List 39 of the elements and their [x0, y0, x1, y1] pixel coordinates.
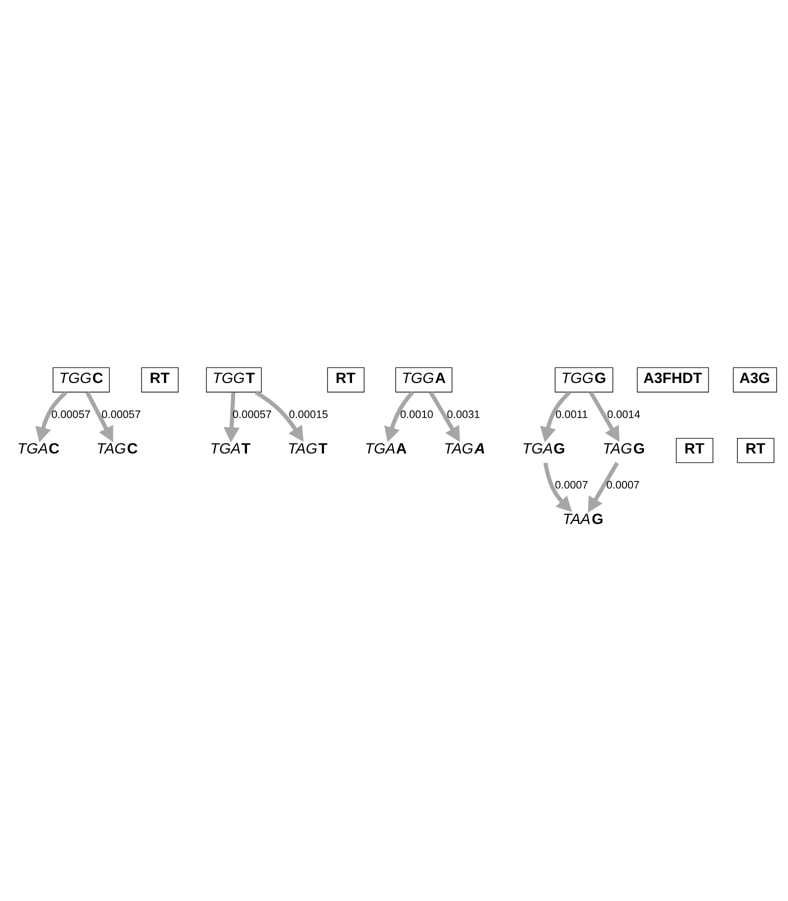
arrow: [589, 391, 620, 442]
arrow: [35, 390, 68, 443]
node-text: TAGA: [444, 440, 486, 458]
arrow: [429, 391, 460, 442]
node-text: TAAG: [562, 511, 604, 528]
edge-label: 0.0014: [607, 408, 640, 421]
edge-label: 0.00057: [102, 408, 141, 421]
node-box: RT: [141, 367, 179, 392]
node-box: RT: [737, 438, 774, 464]
arrow: [540, 390, 572, 442]
arrow: [543, 462, 572, 512]
arrow: [224, 392, 240, 443]
node-box: RT: [327, 367, 364, 392]
edge-label: 0.00015: [288, 408, 328, 421]
edge-label: 0.0031: [446, 408, 480, 421]
node-box: RT: [676, 438, 714, 464]
node-text: TGAA: [364, 440, 407, 458]
edge-label: 0.0007: [606, 479, 640, 492]
node-box: TGGT: [206, 367, 262, 392]
node-text: TGAC: [17, 440, 60, 458]
edge-label: 0.0011: [556, 408, 588, 421]
arrow: [85, 391, 114, 442]
arrow: [384, 391, 414, 442]
arrow: [254, 390, 304, 442]
node-text: TAGG: [602, 440, 645, 458]
edge-label: 0.0007: [554, 479, 588, 492]
node-box: TGGC: [52, 367, 110, 392]
node-box: TGGA: [395, 367, 452, 392]
node-box: A3G: [732, 367, 778, 392]
edge-label: 0.00057: [232, 408, 272, 421]
node-text: TGAG: [522, 440, 566, 458]
arrow: [588, 462, 619, 513]
edge-label: 0.00057: [51, 408, 91, 421]
node-text: TAGT: [288, 440, 328, 458]
node-text: TAGC: [96, 440, 138, 458]
edge-label: 0.0010: [400, 408, 434, 421]
node-box: TGGG: [554, 367, 614, 392]
node-box: A3FHDT: [636, 367, 709, 392]
node-text: TGAT: [210, 440, 250, 458]
